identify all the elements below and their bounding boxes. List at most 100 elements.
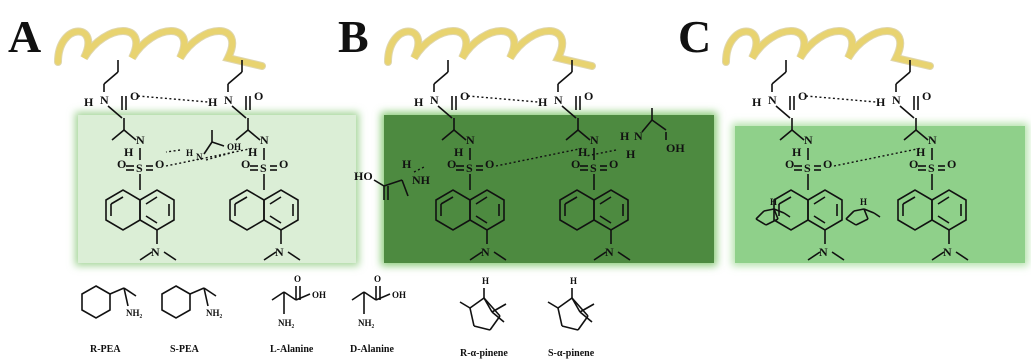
sulfur-label: S (590, 161, 597, 175)
hydroxyl: HO (354, 169, 373, 183)
sulfur-label: S (928, 161, 935, 175)
nitrogen-label: N (804, 133, 813, 147)
amine-group: NH₂ (278, 318, 295, 328)
oxygen-label: O (130, 89, 139, 103)
hydrogen-label: H (578, 145, 588, 159)
nitrogen-label: N (100, 93, 109, 107)
oxygen-label: O (785, 157, 794, 171)
molecule-name: R-PEA (90, 344, 121, 355)
oxygen-label: O (909, 157, 918, 171)
hydrogen-label: H (414, 95, 424, 109)
nitrogen-label: N (466, 133, 475, 147)
legend-molecule: HS-α-pinene (547, 276, 595, 359)
amine-nitrogen: N (196, 152, 203, 162)
nitrogen-label: N (892, 93, 901, 107)
amine-hydrogen: H (186, 148, 193, 158)
oxygen-label: O (447, 157, 456, 171)
hydrogen-label: H (538, 95, 548, 109)
oxygen-label: O (571, 157, 580, 171)
molecule-name: L-Alanine (270, 344, 314, 355)
panel-b-background (384, 115, 714, 263)
hydroxyl: OH (392, 290, 406, 300)
hydroxyl: OH (312, 290, 326, 300)
alpha-helix (385, 28, 595, 69)
alanine-analyte: H N OH H (585, 108, 685, 161)
legend-molecule: O OH NH₂ D-Alanine (350, 274, 406, 355)
hydrogen-label: H (792, 145, 802, 159)
hydrogen-label: H (248, 145, 258, 159)
alpha-helix (723, 28, 933, 69)
sulfur-label: S (260, 161, 267, 175)
panel-c-background (735, 126, 1025, 263)
hydroxyl: OH (666, 141, 685, 155)
hydrogen-label: H (752, 95, 762, 109)
panel-a-background (78, 115, 356, 263)
hydrogen-label: H (454, 145, 464, 159)
dimethylamino-nitrogen: N (275, 245, 284, 259)
sulfur-label: S (466, 161, 473, 175)
amine-group: NH₂ (126, 308, 143, 318)
dimethylamino-nitrogen: N (605, 245, 614, 259)
hydrogen-label: H (876, 95, 886, 109)
alanine-analyte: NH OH (165, 130, 241, 162)
oxygen-label: O (823, 157, 832, 171)
oxygen-label: O (279, 157, 288, 171)
pinene-hydrogen: H (570, 276, 577, 286)
oxygen-label: O (798, 89, 807, 103)
amine-hydrogen: H (402, 157, 412, 171)
pinene-hydrogen: H (860, 197, 867, 207)
legend-molecule: H R-α-pinene (459, 276, 508, 359)
nitrogen-label: N (928, 133, 937, 147)
hydrogen-label: H (916, 145, 926, 159)
molecule-name: R-α-pinene (460, 348, 508, 359)
alpha-helix (55, 28, 265, 69)
hydrogen-label: H (84, 95, 94, 109)
oxygen-label: O (609, 157, 618, 171)
oxygen-label: O (922, 89, 931, 103)
amine-hydrogen: H (626, 147, 636, 161)
nitrogen-label: N (224, 93, 233, 107)
hydroxyl: OH (227, 142, 241, 152)
hydrogen-label: H (124, 145, 134, 159)
amine-group: NH₂ (358, 318, 375, 328)
oxygen-label: O (947, 157, 956, 171)
dimethylamino-nitrogen: N (481, 245, 490, 259)
amine-group: NH₂ (206, 308, 223, 318)
hydrogen-label: H (208, 95, 218, 109)
oxygen-label: O (374, 274, 381, 284)
pinene-analyte: H (845, 197, 881, 226)
oxygen-label: O (294, 274, 301, 284)
nitrogen-label: N (260, 133, 269, 147)
dimethylamino-nitrogen: N (151, 245, 160, 259)
pinene-hydrogen: H (770, 197, 777, 207)
oxygen-label: O (460, 89, 469, 103)
amine-hydrogen: H (620, 129, 630, 143)
pinene-hydrogen: H (482, 276, 489, 286)
pinene-analyte: H (755, 197, 791, 226)
dimethylamino-nitrogen: N (943, 245, 952, 259)
sulfur-label: S (804, 161, 811, 175)
amine-group: NH (412, 173, 431, 187)
oxygen-label: O (241, 157, 250, 171)
legend-molecule: O OH NH₂ L-Alanine (270, 274, 326, 355)
panel-c-label: C (678, 11, 711, 62)
oxygen-label: O (584, 89, 593, 103)
molecule-name: D-Alanine (350, 344, 394, 355)
panel-b-label: B (338, 11, 369, 62)
nitrogen-label: N (136, 133, 145, 147)
oxygen-label: O (254, 89, 263, 103)
nitrogen-label: N (430, 93, 439, 107)
panel-a-label: A (8, 11, 41, 62)
nitrogen-label: N (590, 133, 599, 147)
nitrogen-label: N (768, 93, 777, 107)
